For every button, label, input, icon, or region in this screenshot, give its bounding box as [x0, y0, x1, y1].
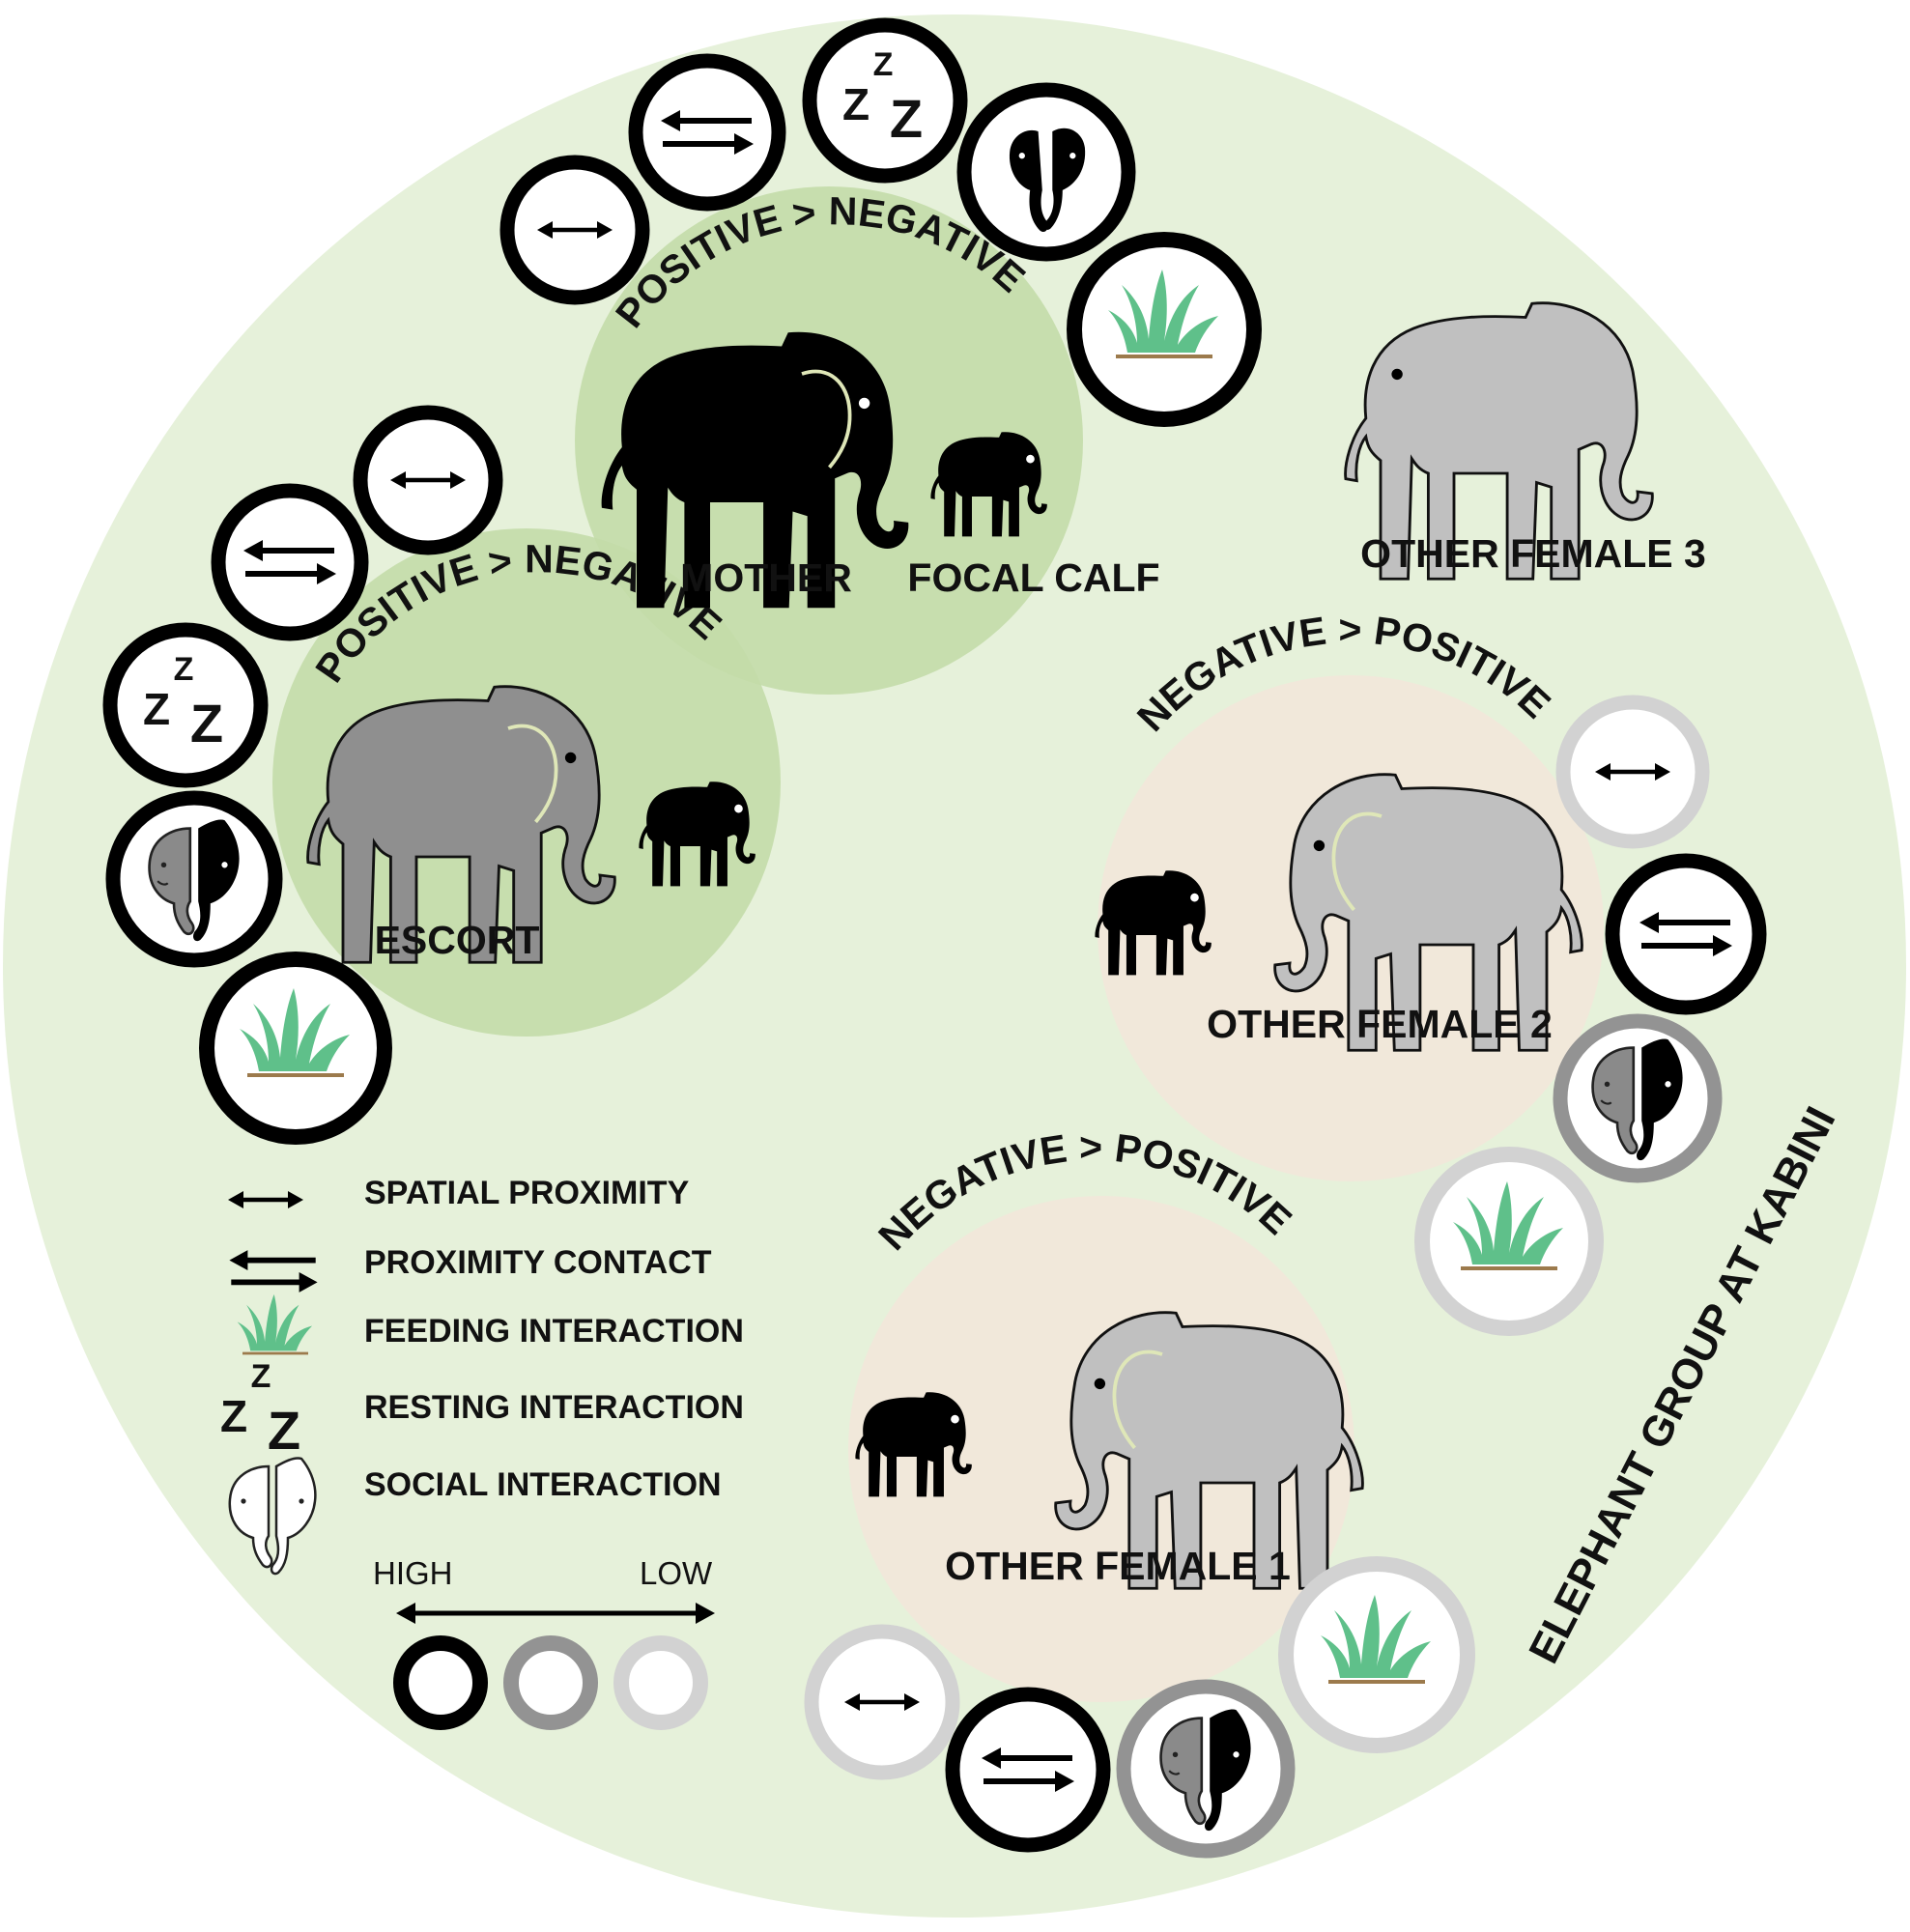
escort-ring-resting: [102, 622, 269, 788]
scale-label-high: HIGH: [373, 1555, 453, 1591]
escort-ring-proximity: [353, 405, 503, 555]
female1-ring-feeding: [1278, 1556, 1475, 1753]
scale-ring-high: [393, 1635, 488, 1730]
other-female-2-icon: [1273, 773, 1583, 1052]
mother-ring-contact: [628, 53, 786, 212]
female2-ring-feeding: [1414, 1147, 1604, 1336]
legend-label-contact: PROXIMITY CONTACT: [364, 1244, 712, 1281]
escort-ring-social: [105, 790, 283, 968]
legend-label-social: SOCIAL INTERACTION: [364, 1466, 722, 1503]
other-female-1-calf-icon: [855, 1392, 972, 1497]
label-other-female-3: OTHER FEMALE 3: [1360, 531, 1706, 576]
female1-ring-social: [1116, 1679, 1296, 1859]
scale-label-low: LOW: [640, 1555, 713, 1591]
legend-label-proximity: SPATIAL PROXIMITY: [364, 1175, 690, 1211]
label-other-female-1: OTHER FEMALE 1: [945, 1544, 1291, 1588]
mother-ring-proximity: [499, 155, 650, 305]
label-other-female-2: OTHER FEMALE 2: [1207, 1002, 1553, 1046]
legend-label-feeding: FEEDING INTERACTION: [364, 1313, 744, 1350]
female2-ring-proximity: [1555, 695, 1710, 849]
scale-ring-medium: [503, 1635, 598, 1730]
other-female-1-icon: [1054, 1311, 1364, 1590]
label-focal-calf: FOCAL CALF: [907, 555, 1159, 600]
legend-label-resting: RESTING INTERACTION: [364, 1389, 744, 1426]
escort-calf-icon: [639, 781, 755, 887]
mother-ring-social: [956, 82, 1136, 262]
female1-ring-proximity: [804, 1624, 960, 1780]
female2-ring-contact: [1605, 853, 1767, 1015]
escort-elephant-icon: [306, 685, 616, 964]
mother-ring-feeding: [1067, 232, 1262, 427]
label-escort: ESCORT: [375, 918, 540, 962]
escort-ring-contact: [211, 483, 369, 641]
other-female-3-icon: [1344, 301, 1654, 581]
scale-arrow: [396, 1603, 715, 1624]
female2-ring-social: [1553, 1013, 1723, 1183]
label-mother: MOTHER: [680, 555, 852, 600]
mother-ring-resting: [802, 17, 968, 184]
mother-elephant-icon: [601, 331, 909, 609]
focal-calf-icon: [930, 432, 1047, 537]
escort-ring-feeding: [199, 952, 392, 1145]
female1-ring-contact: [945, 1687, 1111, 1853]
scale-ring-low: [613, 1635, 708, 1730]
legend: SPATIAL PROXIMITY PROXIMITY CONTACT FEED…: [219, 1175, 744, 1730]
other-female-2-calf-icon: [1095, 870, 1212, 976]
